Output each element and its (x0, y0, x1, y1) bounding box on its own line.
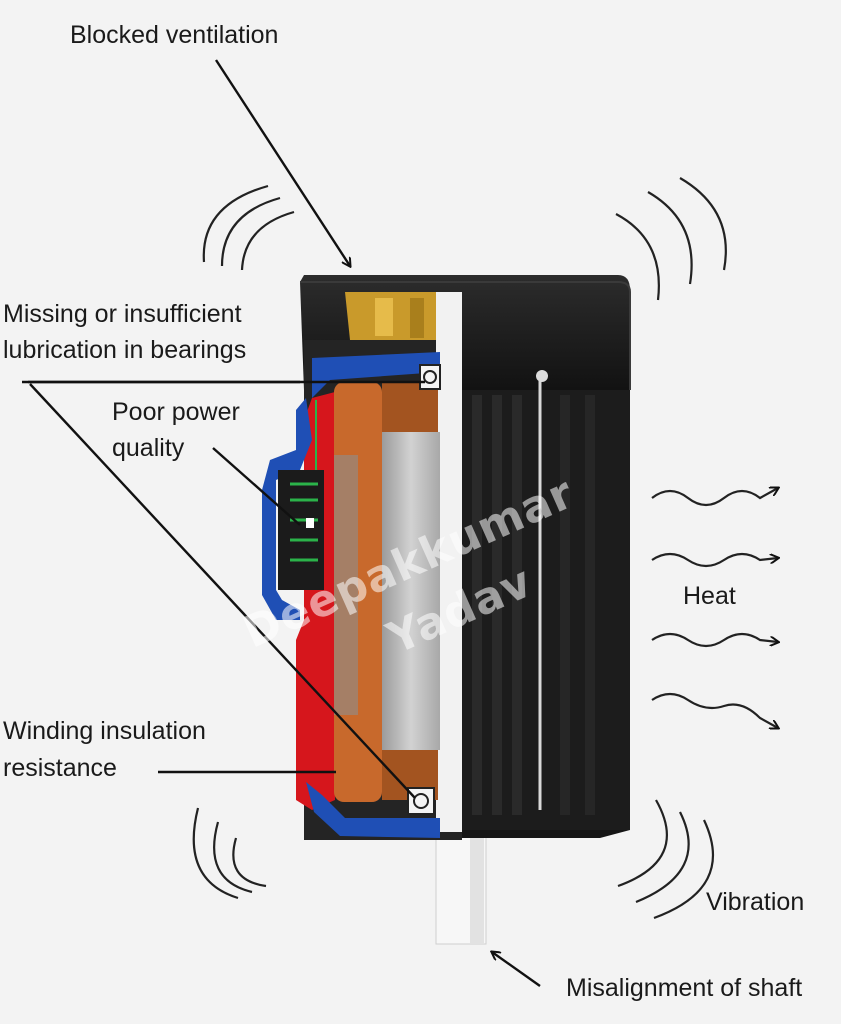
annotation-arrows (22, 59, 541, 987)
shaft (435, 827, 487, 945)
motor-cutaway (262, 292, 462, 840)
label-lubrication-line2: lubrication in bearings (3, 336, 247, 364)
power-pointer (212, 447, 301, 526)
label-misalignment: Misalignment of shaft (566, 974, 803, 1002)
label-vibration: Vibration (706, 888, 805, 916)
cooling-fins (472, 370, 595, 815)
label-blocked-ventilation: Blocked ventilation (70, 21, 279, 49)
ventilation-arrow (214, 59, 350, 266)
heat-arrows (651, 488, 778, 728)
shaft-arrow (492, 952, 541, 987)
label-heat: Heat (683, 582, 736, 610)
vibration-arcs-top-right (615, 177, 727, 301)
vibration-arcs-bottom-right (617, 799, 714, 920)
label-winding-line1: Winding insulation (3, 717, 206, 745)
label-power-line1: Poor power (112, 398, 240, 426)
label-power-line2: quality (112, 434, 185, 462)
vibration-arcs-top-left (202, 184, 295, 271)
label-winding-line2: resistance (3, 754, 117, 782)
label-lubrication-line1: Missing or insufficient (3, 300, 242, 328)
vibration-arcs-bottom-left (192, 807, 267, 900)
lubrication-pointer-bottom (29, 383, 416, 799)
